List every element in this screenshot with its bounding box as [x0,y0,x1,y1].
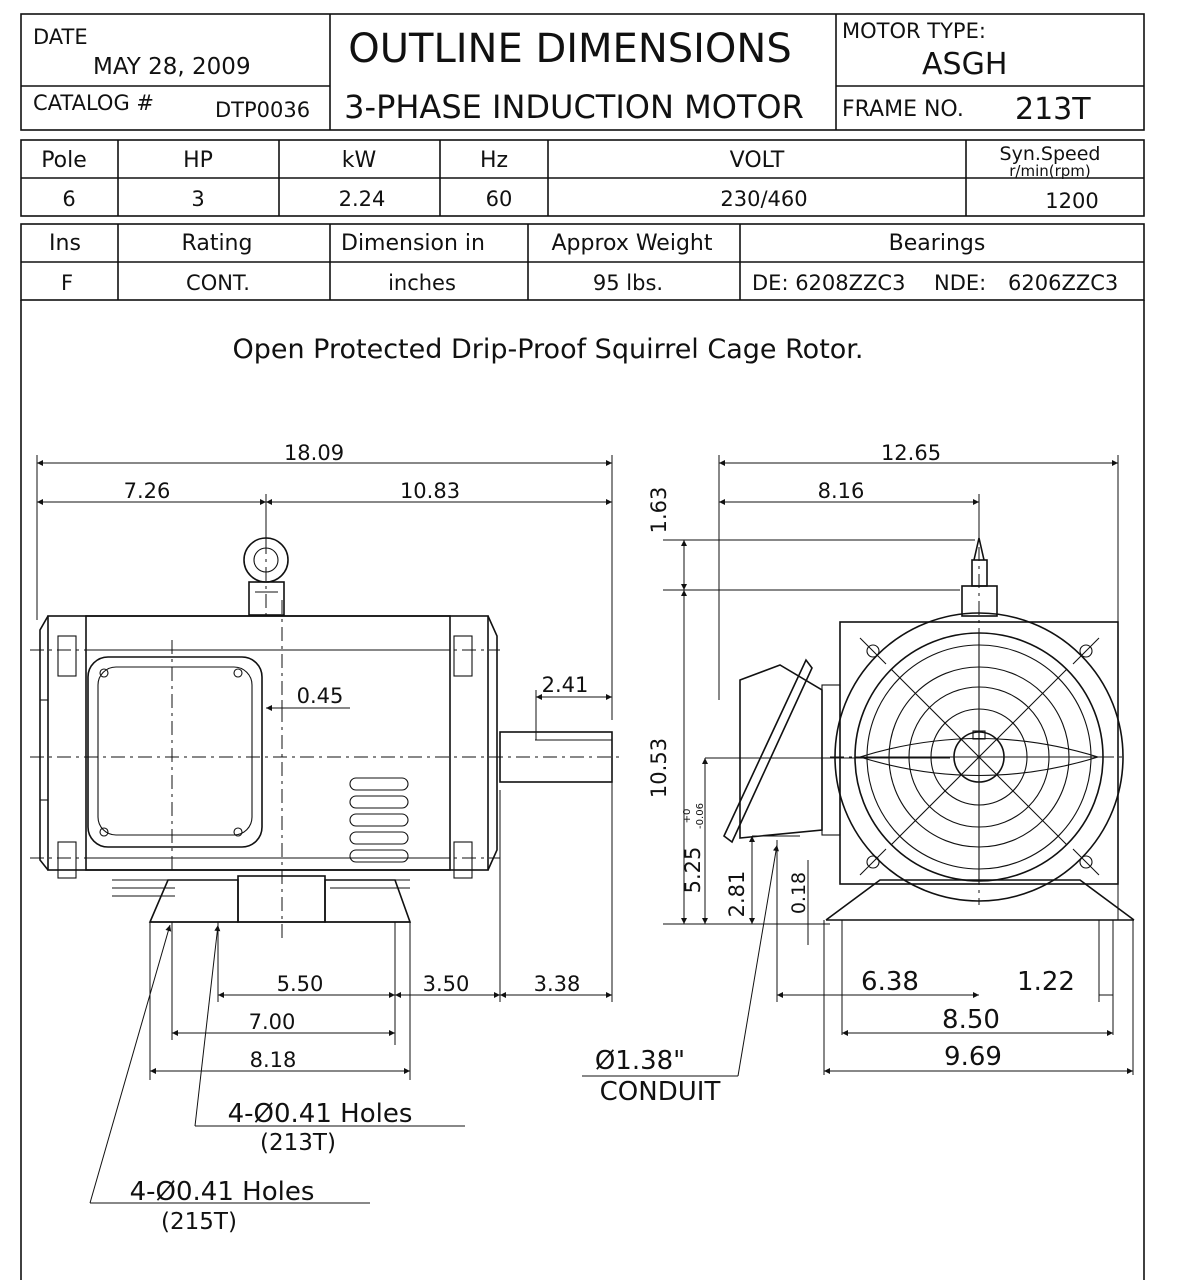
drawing-title: OUTLINE DIMENSIONS [348,26,791,72]
spec-table-electrical: Pole HP kW Hz VOLT Syn.Speed r/min(rpm) … [20,139,1145,217]
hdr-syn-speed: Syn.Speed [1000,143,1101,165]
dim-350: 3.50 [423,972,470,996]
drawing-subtitle: 3-PHASE INDUCTION MOTOR [344,88,804,126]
title-block: DATE MAY 28, 2009 CATALOG # DTP0036 OUTL… [20,13,1145,131]
end-view: 12.65 8.16 1.63 10.53 5.25 +0 -0.06 2.81… [582,441,1135,1107]
drawing-frame [20,300,1145,1280]
hdr-hp: HP [183,148,213,173]
catalog-label: CATALOG # [33,91,154,115]
dim-969: 9.69 [944,1042,1002,1072]
dim-1053: 10.53 [647,738,671,798]
val-weight: 95 lbs. [593,271,663,295]
motor-type-label: MOTOR TYPE: [842,19,986,43]
conduit-label: CONDUIT [600,1077,721,1107]
val-rating: CONT. [186,271,250,295]
val-ins: F [61,271,73,295]
holes-213t-frame: (213T) [260,1130,336,1156]
hdr-kw: kW [342,148,377,173]
catalog-value: DTP0036 [215,98,310,122]
dim-122: 1.22 [1017,967,1075,997]
conduit-size: Ø1.38" [595,1046,685,1076]
val-hp: 3 [191,187,204,211]
motor-frame-body [47,615,489,871]
dim-018: 0.18 [788,872,810,914]
dim-1265: 12.65 [881,441,941,465]
hdr-rpm: r/min(rpm) [1009,162,1091,180]
val-hz: 60 [486,187,513,211]
dim-338: 3.38 [534,972,581,996]
foot-left [148,879,239,923]
dim-638: 6.38 [861,967,919,997]
holes-215t-frame: (215T) [161,1209,237,1235]
frame-label: FRAME NO. [842,97,964,122]
dim-045: 0.45 [297,684,344,708]
dim-850: 8.50 [942,1005,1000,1035]
date-value: MAY 28, 2009 [93,54,251,80]
dim-550: 5.50 [277,972,324,996]
side-view: 18.09 7.26 10.83 [30,441,620,1235]
dim-700: 7.00 [249,1010,296,1034]
dim-1083: 10.83 [400,479,460,503]
hdr-bearings: Bearings [889,231,986,256]
hdr-ins: Ins [49,231,81,256]
val-bearing-nde: 6206ZZC3 [1008,271,1118,295]
tol-plus: +0 [682,809,693,824]
dim-525: 5.25 [681,847,705,894]
dim-726: 7.26 [124,479,171,503]
date-label: DATE [33,25,88,49]
vent-slots [112,777,410,897]
val-dimension: inches [388,271,456,295]
val-kw: 2.24 [339,187,386,211]
hdr-dimension: Dimension in [341,231,485,256]
spec-table-mechanical: Ins Rating Dimension in Approx Weight Be… [20,223,1145,301]
hdr-pole: Pole [41,148,87,173]
dim-overall-length: 18.09 [284,441,344,465]
val-bearing-nde-label: NDE: [934,271,986,295]
frame-value: 213T [1015,92,1091,127]
holes-213t-label: 4-Ø0.41 Holes [228,1099,413,1129]
construction-description: Open Protected Drip-Proof Squirrel Cage … [232,334,863,365]
dim-816: 8.16 [818,479,865,503]
terminal-box-cover [87,656,263,848]
holes-215t-label: 4-Ø0.41 Holes [130,1177,315,1207]
hdr-hz: Hz [480,148,508,173]
val-volt: 230/460 [720,187,807,211]
motor-type-value: ASGH [922,47,1007,82]
dim-281: 2.81 [725,871,749,918]
dim-163: 1.63 [647,487,671,534]
dim-241: 2.41 [542,673,589,697]
conduit-box [739,664,823,839]
hdr-volt: VOLT [730,148,785,173]
foot-right [324,879,412,923]
hdr-weight: Approx Weight [552,231,713,256]
val-bearing-de: DE: 6208ZZC3 [752,271,905,295]
val-pole: 6 [62,187,75,211]
dim-818: 8.18 [250,1048,297,1072]
tol-minus: -0.06 [695,803,706,829]
hdr-rating: Rating [182,231,253,256]
val-syn-speed: 1200 [1045,189,1098,213]
